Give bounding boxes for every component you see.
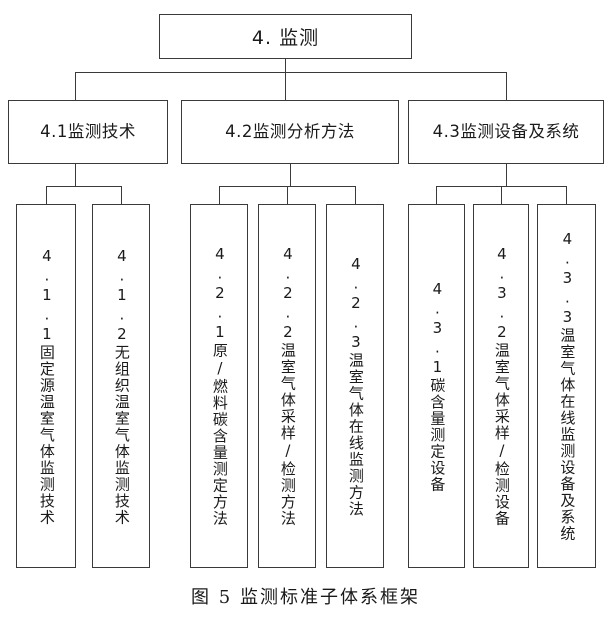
connector-root-stem [285,59,286,73]
node-4-3-1-label: 4.3.1碳含量测定设备 [428,279,447,493]
connector-drop-level2-3 [506,72,507,101]
connector-drop-4-2-2 [287,186,288,205]
connector-drop-4-2-1 [219,186,220,205]
node-4-2-2-label: 4.2.2温室气体采样/检测方法 [278,245,297,527]
connector-drop-4-2-3 [355,186,356,205]
node-4-2-label: 4.2监测分析方法 [225,121,355,141]
node-4-2-2-sampling-detection-method: 4.2.2温室气体采样/检测方法 [258,204,316,568]
connector-drop-level2-2 [285,72,286,101]
connector-drop-4-3-1 [436,186,437,205]
node-4-2-3-online-monitoring-method: 4.2.3温室气体在线监测方法 [326,204,384,568]
node-root-monitoring: 4. 监测 [159,14,412,59]
connector-stem-4-2 [290,164,291,186]
figure-caption: 图 5 监测标准子体系框架 [191,587,420,608]
node-4-3-label: 4.3监测设备及系统 [432,121,580,141]
node-4-1-2-label: 4.1.2无组织温室气体监测技术 [112,246,131,526]
connector-level2-bus [75,72,507,73]
node-4-2-3-label: 4.2.3温室气体在线监测方法 [346,254,365,518]
node-4-2-1-label: 4.2.1原/燃料碳含量测定方法 [210,245,229,527]
node-4-3-2-sampling-detection-equipment: 4.3.2温室气体采样/检测设备 [473,204,529,568]
connector-drop-level2-1 [75,72,76,101]
node-4-1-1-stationary-source: 4.1.1固定源温室气体监测技术 [16,204,76,568]
connector-stem-4-1 [75,164,76,186]
node-root-label: 4. 监测 [251,27,320,49]
node-4-1-monitoring-technology: 4.1监测技术 [8,100,168,164]
node-4-3-3-online-monitoring-equipment: 4.3.3温室气体在线监测设备及系统 [537,204,596,568]
connector-bus-4-1 [46,186,122,187]
node-4-3-2-label: 4.3.2温室气体采样/检测设备 [492,245,511,527]
connector-drop-4-1-2 [121,186,122,205]
connector-drop-4-3-2 [501,186,502,205]
connector-drop-4-3-3 [566,186,567,205]
node-4-2-analysis-method: 4.2监测分析方法 [181,100,399,164]
connector-drop-4-1-1 [46,186,47,205]
connector-stem-4-3 [506,164,507,186]
node-4-3-1-carbon-content-equipment: 4.3.1碳含量测定设备 [408,204,465,568]
node-4-1-label: 4.1监测技术 [40,121,136,141]
node-4-3-3-label: 4.3.3温室气体在线监测设备及系统 [558,230,577,542]
node-4-2-1-carbon-content-method: 4.2.1原/燃料碳含量测定方法 [190,204,248,568]
node-4-1-1-label: 4.1.1固定源温室气体监测技术 [37,246,56,526]
node-4-1-2-fugitive-emission: 4.1.2无组织温室气体监测技术 [92,204,150,568]
node-4-3-equipment-system: 4.3监测设备及系统 [408,100,604,164]
